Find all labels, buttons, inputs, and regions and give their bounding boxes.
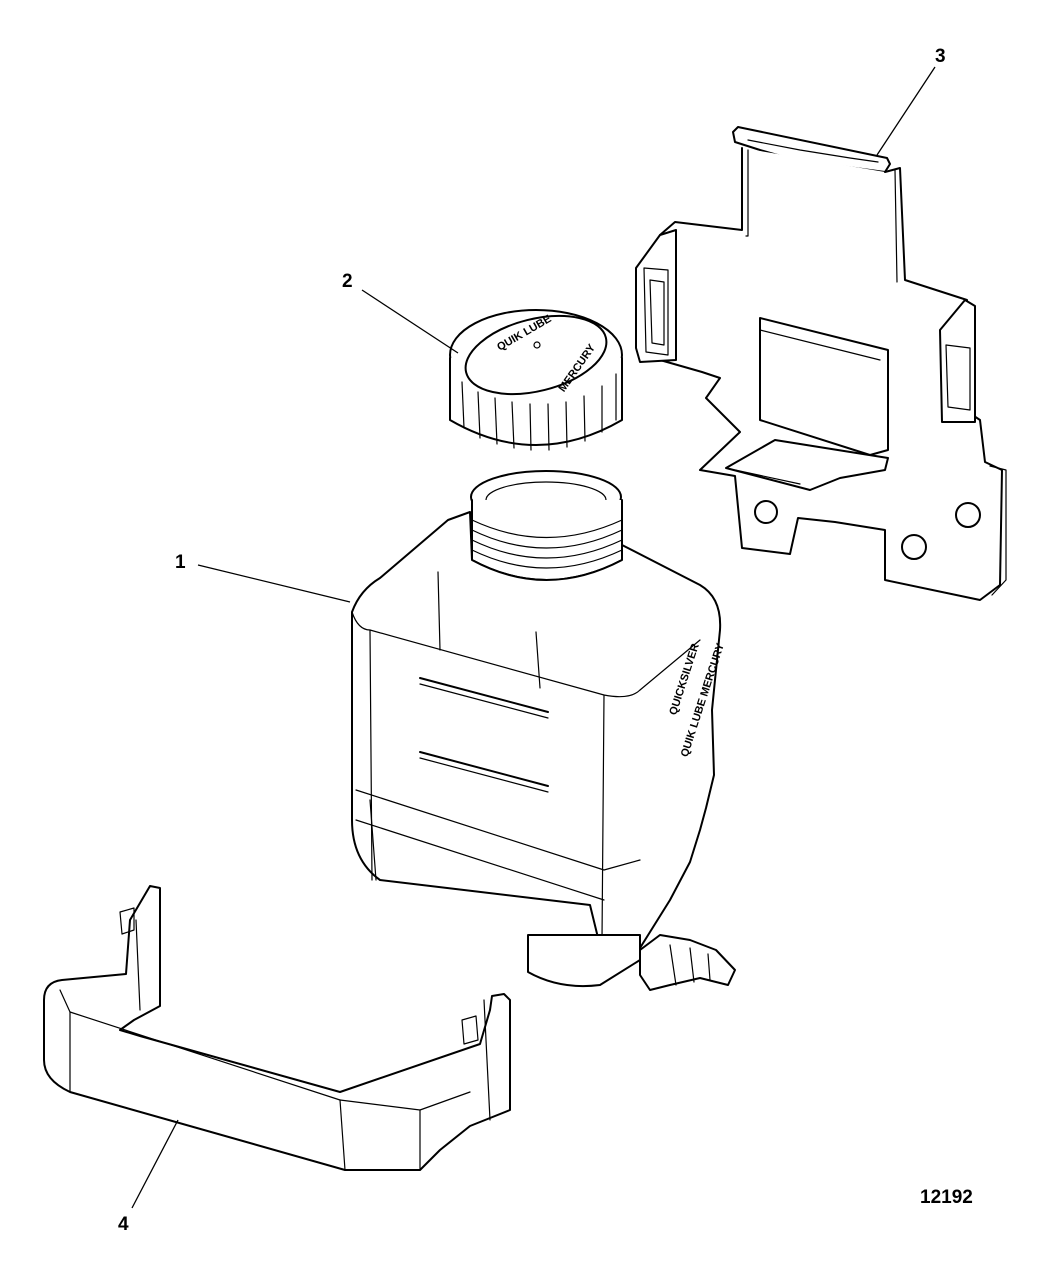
callout-3-leader <box>876 66 936 156</box>
retaining-strap <box>43 885 511 1171</box>
callout-4-leader <box>131 1119 179 1209</box>
callout-2: 2 <box>342 271 353 292</box>
callout-1-leader <box>197 564 351 603</box>
figure-number: 12192 <box>920 1187 973 1208</box>
callout-1: 1 <box>175 552 186 573</box>
mounting-bracket <box>635 126 1007 601</box>
fill-cap: QUIK LUBE MERCURY <box>449 309 623 451</box>
callout-4: 4 <box>118 1214 129 1235</box>
lubricant-bottle: QUICKSILVER QUIK LUBE MERCURY <box>351 470 736 991</box>
callout-3: 3 <box>935 46 946 67</box>
callout-2-leader <box>361 289 459 354</box>
